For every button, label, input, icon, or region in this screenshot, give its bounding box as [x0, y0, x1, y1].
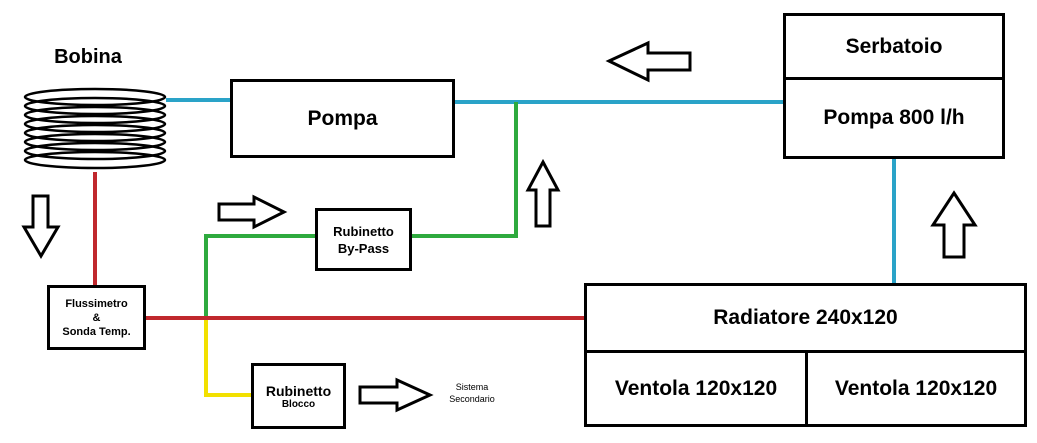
bobina-label: Bobina: [54, 46, 122, 68]
coil-icon: [23, 87, 167, 170]
rubinetto-blocco-label-2: Blocco: [281, 398, 316, 410]
pompa-box: Pompa: [230, 79, 455, 158]
pipe-to-blocco: [204, 320, 253, 397]
arrow-right-icon: [217, 194, 288, 230]
arrow-down-icon: [21, 194, 61, 259]
flussimetro-label-1: Flussimetro: [65, 297, 128, 310]
pompa-800-label: Pompa 800 l/h: [823, 106, 965, 129]
rubinetto-bypass-label-2: By-Pass: [337, 240, 390, 256]
pipe-bypass-return: [410, 102, 518, 238]
pipe-bypass-feed: [204, 234, 317, 320]
rubinetto-bypass-label-1: Rubinetto: [333, 223, 394, 239]
pompa-800-box: Pompa 800 l/h: [783, 77, 1005, 159]
rubinetto-blocco-box: Rubinetto Blocco: [251, 363, 346, 429]
serbatoio-box: Serbatoio: [783, 13, 1005, 80]
arrow-up-icon: [525, 158, 561, 228]
radiatore-label: Radiatore 240x120: [713, 306, 898, 329]
flussimetro-label-3: Sonda Temp.: [62, 325, 131, 338]
pompa-label: Pompa: [307, 106, 378, 130]
ventola-1-label: Ventola 120x120: [614, 376, 778, 400]
sistema-secondario-label-1: Sistema: [455, 382, 489, 392]
arrow-up-icon: [930, 190, 978, 259]
rubinetto-bypass-box: Rubinetto By-Pass: [315, 208, 412, 271]
ventola-2-label: Ventola 120x120: [834, 376, 998, 400]
serbatoio-label: Serbatoio: [845, 34, 943, 58]
arrow-right-icon: [358, 377, 434, 413]
arrow-left-icon: [605, 40, 692, 83]
radiatore-box: Radiatore 240x120: [584, 283, 1027, 353]
sistema-secondario-label: Sistema Secondario: [432, 381, 512, 405]
ventola-1-box: Ventola 120x120: [584, 350, 808, 427]
flussimetro-box: Flussimetro & Sonda Temp.: [47, 285, 146, 350]
rubinetto-blocco-label-1: Rubinetto: [265, 382, 332, 399]
flussimetro-label-2: &: [92, 311, 101, 324]
ventola-2-box: Ventola 120x120: [805, 350, 1027, 427]
sistema-secondario-label-2: Secondario: [449, 394, 495, 404]
